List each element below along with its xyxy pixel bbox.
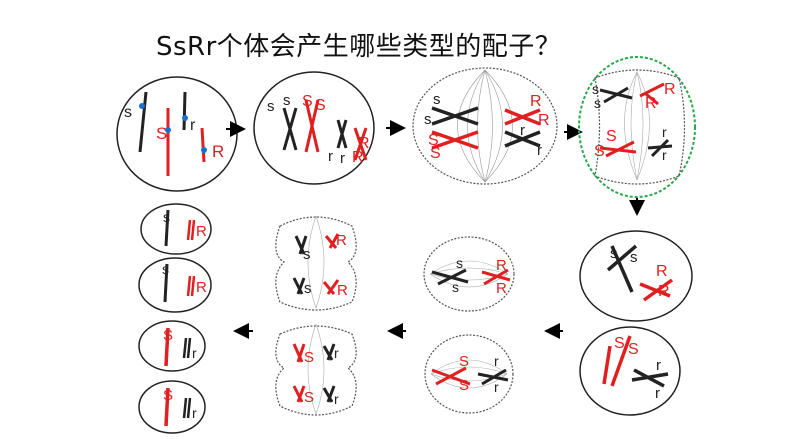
allele-s-label: s (267, 98, 275, 115)
allele-r-label: r (328, 148, 333, 165)
allele-R-label: R (358, 135, 370, 152)
gamete-sR-1: s R (140, 203, 212, 255)
cell-anaphase-2-top: s R s R (275, 215, 357, 311)
allele-R-label: R (538, 112, 550, 129)
allele-r-label: r (334, 391, 339, 407)
allele-R-label: R (336, 232, 347, 249)
allele-S-label: S (163, 387, 173, 404)
allele-s-label: s (304, 280, 312, 297)
allele-s-label: s (303, 246, 311, 263)
allele-r-label: r (192, 345, 197, 361)
allele-S-label: S (163, 327, 173, 344)
allele-s-label: s (610, 245, 618, 262)
cell-metaphase-2-bottom: S S r r (424, 334, 514, 414)
allele-R-label: R (664, 81, 676, 98)
allele-s-label: s (630, 249, 638, 266)
allele-R-label: R (496, 257, 507, 274)
allele-S-label: S (594, 143, 605, 160)
allele-R-label: R (196, 223, 207, 240)
allele-s-label: s (433, 91, 441, 108)
cell-metaphase-2-top: s s R R (423, 236, 515, 312)
allele-r-label: r (192, 405, 197, 421)
allele-r-label: r (656, 357, 661, 374)
allele-S-label: S (315, 97, 326, 114)
allele-S-label: S (614, 335, 625, 352)
allele-R-label: R (212, 142, 224, 161)
allele-s-label: s (162, 261, 169, 277)
allele-r-label: r (494, 353, 499, 369)
allele-S-label: S (459, 377, 469, 394)
allele-r-label: r (494, 379, 499, 395)
allele-r-label: r (520, 122, 525, 139)
allele-R-label: R (656, 263, 668, 280)
page-title: SsRr个体会产生哪些类型的配子？ (156, 32, 562, 62)
cell-metaphase-1: s s S S R R r r (412, 67, 558, 185)
allele-r-label: r (537, 142, 542, 159)
allele-r-label: r (190, 117, 196, 134)
allele-s-label: s (163, 209, 170, 225)
allele-r-label: r (340, 150, 345, 167)
allele-S-label: S (606, 128, 617, 145)
allele-r-label: r (655, 385, 660, 402)
allele-R-label: R (658, 283, 670, 300)
allele-r-label: r (662, 147, 667, 163)
cell-anaphase-2-bottom: S r S r (275, 323, 357, 416)
cell-secondary-1: s s R R (579, 230, 693, 322)
gamete-Sr-2: S r (138, 380, 206, 434)
allele-s-label: s (452, 279, 459, 295)
allele-s-label: s (283, 92, 291, 109)
gamete-Sr-1: S r (138, 320, 206, 372)
cell-interphase: s S r R (116, 76, 238, 192)
allele-s-label: s (592, 81, 599, 97)
gamete-sR-2: s R (138, 257, 212, 313)
allele-r-label: r (334, 345, 339, 361)
allele-S-label: S (304, 349, 314, 366)
allele-R-label: R (496, 280, 507, 297)
allele-R-label: R (196, 279, 207, 296)
allele-S-label: S (430, 145, 441, 162)
allele-R-label: R (645, 95, 657, 112)
allele-S-label: S (628, 341, 639, 358)
cell-anaphase-1-highlighted: s s R R S S r r (578, 56, 696, 198)
allele-s-label: s (594, 95, 601, 111)
allele-R-label: R (530, 93, 542, 110)
allele-R-label: R (337, 282, 348, 299)
allele-R-label: R (352, 149, 364, 166)
allele-s-label: s (124, 104, 132, 121)
allele-S-label: S (156, 124, 167, 143)
allele-S-label: S (302, 93, 313, 110)
allele-S-label: S (459, 353, 469, 370)
allele-S-label: S (304, 389, 314, 406)
cell-replicated: s s S S r r R R (253, 71, 375, 185)
allele-S-label: S (428, 132, 439, 149)
allele-r-label: r (662, 124, 667, 140)
cell-secondary-2: S S r r (579, 326, 681, 416)
allele-s-label: s (424, 111, 432, 128)
allele-s-label: s (456, 255, 463, 271)
